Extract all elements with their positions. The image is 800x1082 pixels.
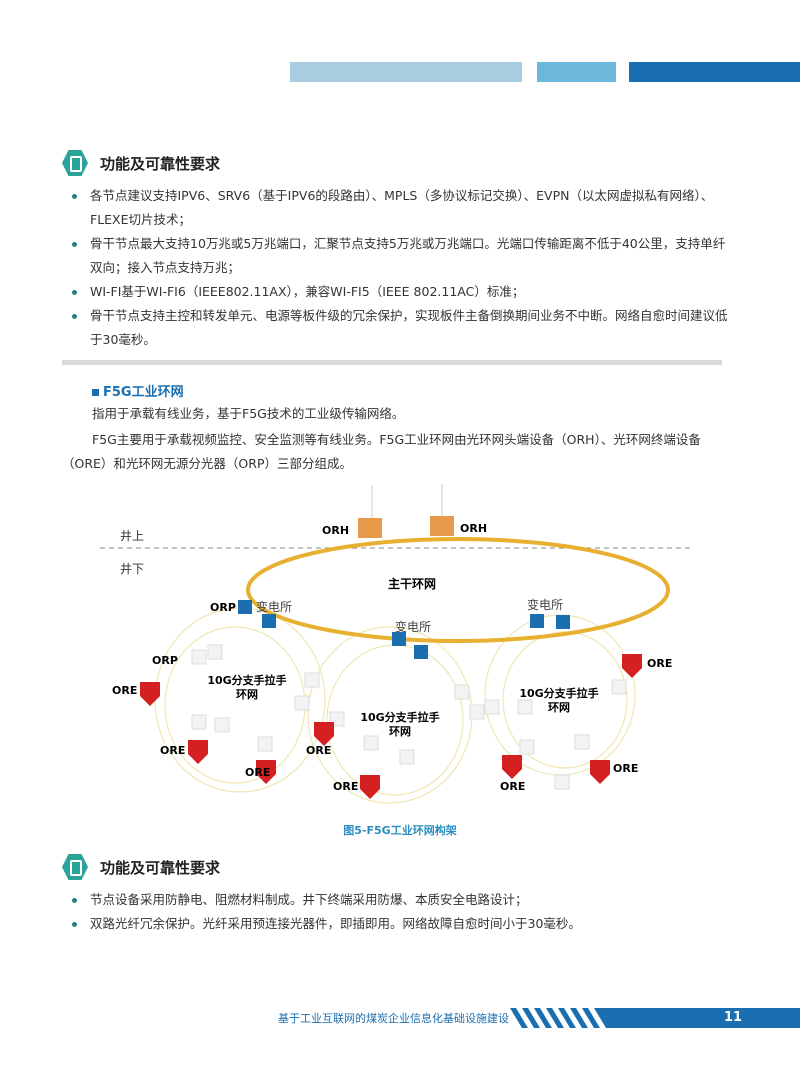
svg-text:ORE: ORE [613, 762, 638, 775]
svg-text:10G分支手拉手: 10G分支手拉手 [207, 673, 286, 687]
main-ring-label: 主干环网 [388, 576, 436, 591]
device-icon [62, 150, 88, 176]
ore-labels: ORE ORE ORE ORE ORE ORE ORE ORE [112, 657, 672, 793]
substation-label: 变电所 [395, 619, 431, 634]
header-bar-light [290, 62, 522, 82]
page-number: 11 [724, 1010, 743, 1025]
heading-text: 功能及可靠性要求 [100, 154, 221, 173]
footer-title: 基于工业互联网的煤炭企业信息化基础设施建设 [278, 1012, 509, 1025]
footer-bar [510, 1008, 800, 1028]
label-below: 井下 [120, 562, 144, 576]
list-item: 骨干节点支持主控和转发单元、电源等板件级的冗余保护，实现板件主备倒换期间业务不中… [68, 304, 733, 352]
svg-text:ORE: ORE [112, 684, 137, 697]
list-item: 双路光纤冗余保护。光纤采用预连接光器件，即插即用。网络故障自愈时间小于30毫秒。 [68, 912, 733, 936]
orh-label: ORH [322, 524, 349, 537]
orp-label: ORP [152, 654, 178, 667]
orh-device [430, 516, 454, 536]
subsection-title: F5G工业环网 [92, 381, 184, 400]
paragraph: F5G主要用于承载视频监控、安全监测等有线业务。F5G工业环网由光环网头端设备（… [62, 432, 701, 471]
section-heading: 功能及可靠性要求 [62, 854, 220, 880]
svg-text:ORE: ORE [306, 744, 331, 757]
svg-text:环网: 环网 [236, 688, 258, 701]
substation-nodes [238, 600, 570, 659]
substation-label: 变电所 [527, 597, 563, 612]
heading-text: 功能及可靠性要求 [100, 858, 221, 877]
figure-caption: 图5-F5G工业环网构架 [343, 824, 457, 837]
bullet-list: 各节点建议支持IPV6、SRV6（基于IPV6的段路由）、MPLS（多协议标记交… [68, 184, 733, 352]
svg-text:环网: 环网 [548, 701, 570, 714]
svg-text:环网: 环网 [389, 725, 411, 738]
f5g-network-diagram: 井上 井下 主干环网 ORH ORH ORP ORP 变电所 变电所 变电所 O… [100, 484, 690, 804]
main-ring [246, 537, 670, 643]
svg-text:10G分支手拉手: 10G分支手拉手 [519, 686, 598, 700]
list-item: WI-FI基于WI-FI6（IEEE802.11AX），兼容WI-FI5（IEE… [68, 280, 733, 304]
svg-text:ORE: ORE [647, 657, 672, 670]
device-icon [62, 854, 88, 880]
label-above: 井上 [120, 529, 144, 543]
orh-label: ORH [460, 522, 487, 535]
list-item: 节点设备采用防静电、阻燃材料制成。井下终端采用防爆、本质安全电路设计； [68, 888, 733, 912]
ore-devices [140, 654, 642, 799]
svg-text:ORE: ORE [500, 780, 525, 793]
paragraph: 指用于承载有线业务，基于F5G技术的工业级传输网络。 [92, 406, 405, 421]
substation-label: 变电所 [256, 599, 292, 614]
svg-text:ORE: ORE [245, 766, 270, 779]
svg-text:ORE: ORE [160, 744, 185, 757]
section-heading: 功能及可靠性要求 [62, 150, 220, 176]
list-item: 骨干节点最大支持10万兆或5万兆端口，汇聚节点支持5万兆或万兆端口。光端口传输距… [68, 232, 733, 280]
svg-text:10G分支手拉手: 10G分支手拉手 [360, 710, 439, 724]
svg-text:ORE: ORE [333, 780, 358, 793]
divider [62, 360, 722, 365]
orp-label: ORP [210, 601, 236, 614]
header-bar-dark [629, 62, 800, 82]
orh-device [358, 518, 382, 538]
header-bar-mid [537, 62, 616, 82]
list-item: 各节点建议支持IPV6、SRV6（基于IPV6的段路由）、MPLS（多协议标记交… [68, 184, 733, 232]
bullet-list: 节点设备采用防静电、阻燃材料制成。井下终端采用防爆、本质安全电路设计； 双路光纤… [68, 888, 733, 936]
